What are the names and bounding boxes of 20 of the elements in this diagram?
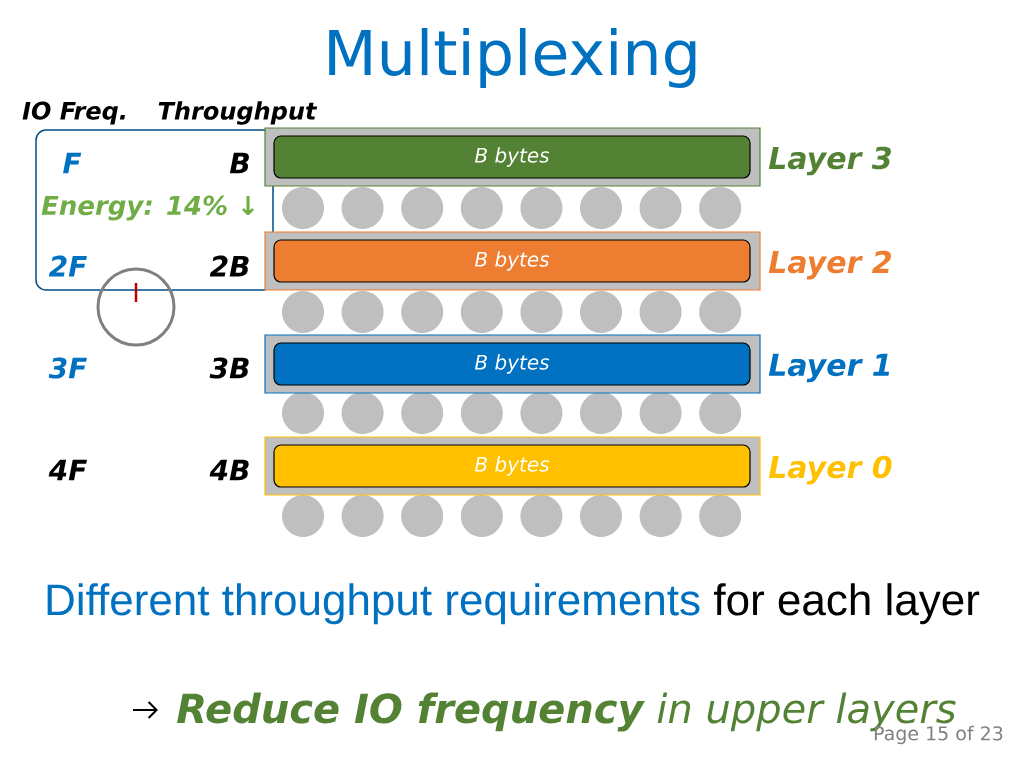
column-label: 3F bbox=[48, 357, 87, 379]
box-text: Energy: 14% ↓ bbox=[41, 195, 254, 221]
box-text: B bbox=[229, 152, 249, 174]
box-text: F bbox=[63, 152, 82, 174]
box-text: 2B bbox=[209, 255, 249, 277]
layer-bar: B bytes bbox=[273, 342, 751, 386]
title: Multiplexing bbox=[329, 28, 696, 88]
layer-label: Layer 0 bbox=[768, 455, 892, 485]
layer-bar: B bytes bbox=[273, 444, 751, 488]
box-text: 2F bbox=[48, 255, 87, 277]
conclusion-text: Different throughput requirements for each layer bbox=[47, 583, 980, 625]
layer-bar: B bytes bbox=[273, 239, 751, 283]
column-label: 4F bbox=[48, 459, 87, 481]
layer-label: Layer 2 bbox=[768, 250, 891, 280]
layer-label: Layer 3 bbox=[768, 146, 891, 176]
column-label: 4B bbox=[209, 459, 249, 481]
column-label: 3B bbox=[209, 357, 249, 379]
column-label: Throughput bbox=[158, 101, 318, 125]
layer-bar: B bytes bbox=[273, 135, 751, 179]
layer-label: Layer 1 bbox=[768, 353, 890, 383]
